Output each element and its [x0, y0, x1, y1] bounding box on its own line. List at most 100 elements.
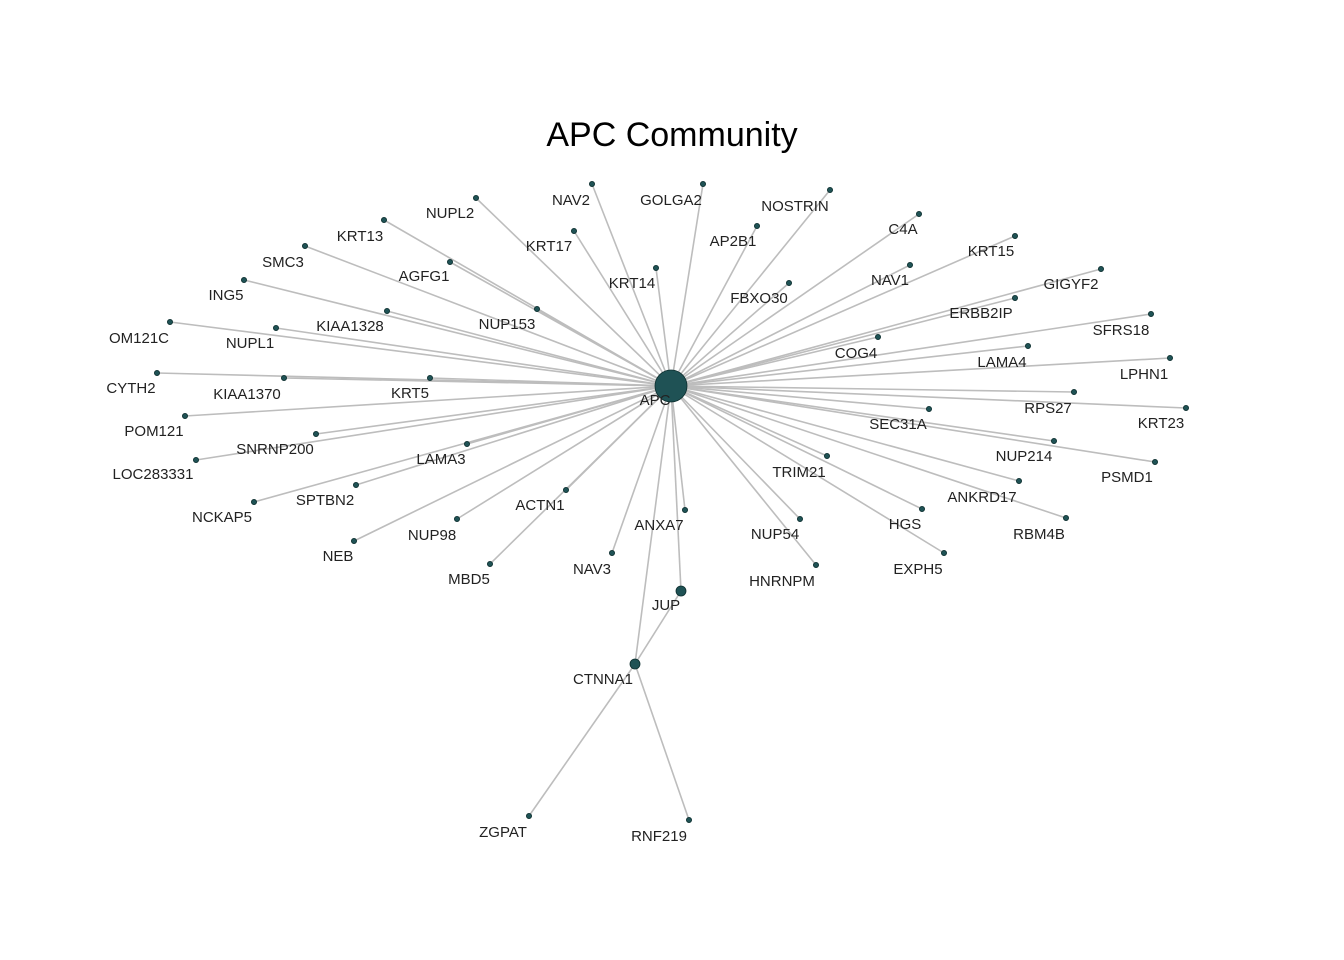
- node-krt23: [1183, 404, 1190, 411]
- node-ctnna1: [629, 658, 641, 670]
- edge-ctnna1-zgpat: [528, 663, 636, 817]
- edge-apc-nostrin: [670, 189, 831, 387]
- node-loc283331: [192, 456, 199, 463]
- node-exph5: [941, 550, 948, 557]
- node-gigyf2: [1098, 265, 1105, 272]
- node-label-nupl2: NUPL2: [426, 205, 474, 222]
- edge-apc-nup214: [670, 385, 1055, 442]
- edge-apc-ing5: [243, 279, 672, 387]
- node-label-lphn1: LPHN1: [1120, 366, 1168, 383]
- node-sfrs18: [1148, 310, 1155, 317]
- edge-jup-ctnna1: [634, 590, 682, 665]
- node-snrnp200: [312, 430, 319, 437]
- node-label-trim21: TRIM21: [772, 464, 825, 481]
- edge-apc-kiaa1370: [283, 377, 672, 387]
- node-nup98: [453, 516, 460, 523]
- edge-apc-golga2: [670, 183, 704, 387]
- edge-apc-lphn1: [670, 357, 1171, 387]
- node-hnrnpm: [813, 562, 820, 569]
- node-label-nostrin: NOSTRIN: [761, 198, 829, 215]
- node-label-hnrnpm: HNRNPM: [749, 573, 815, 590]
- node-label-mbd5: MBD5: [448, 571, 490, 588]
- node-label-lama4: LAMA4: [977, 354, 1026, 371]
- edge-apc-pom121: [184, 385, 672, 417]
- node-agfg1: [446, 258, 453, 265]
- edge-ctnna1-rnf219: [634, 663, 690, 821]
- node-cyth2: [153, 369, 160, 376]
- edge-apc-nckap5: [253, 385, 672, 503]
- node-nav3: [609, 550, 616, 557]
- node-nostrin: [827, 186, 834, 193]
- node-nav1: [907, 261, 914, 268]
- node-label-nav3: NAV3: [573, 561, 611, 578]
- node-anxa7: [682, 506, 689, 513]
- node-nav2: [589, 180, 596, 187]
- node-label-krt5: KRT5: [391, 385, 429, 402]
- node-label-rps27: RPS27: [1024, 400, 1072, 417]
- node-nupl1: [272, 324, 279, 331]
- node-label-krt17: KRT17: [526, 238, 572, 255]
- node-label-lama3: LAMA3: [416, 451, 465, 468]
- node-label-nav2: NAV2: [552, 192, 590, 209]
- edge-apc-hgs: [670, 385, 923, 510]
- edge-apc-mbd5: [489, 385, 672, 565]
- node-mbd5: [486, 561, 493, 568]
- node-label-sfrs18: SFRS18: [1093, 322, 1150, 339]
- node-label-sptbn2: SPTBN2: [296, 492, 354, 509]
- node-label-krt14: KRT14: [609, 275, 655, 292]
- edge-apc-jup: [670, 385, 682, 592]
- edge-apc-nupl1: [275, 327, 672, 387]
- edge-apc-nup153: [536, 308, 672, 387]
- node-erbb2ip: [1012, 294, 1019, 301]
- edge-apc-kiaa1328: [386, 310, 672, 387]
- node-label-fbxo30: FBXO30: [730, 290, 788, 307]
- node-ankrd17: [1016, 477, 1023, 484]
- edge-apc-ctnna1: [634, 385, 672, 665]
- node-rps27: [1071, 388, 1078, 395]
- edge-apc-om121c: [169, 321, 672, 387]
- node-label-smc3: SMC3: [262, 254, 304, 271]
- node-label-c4a: C4A: [888, 221, 917, 238]
- edge-apc-gigyf2: [670, 268, 1102, 387]
- node-smc3: [301, 242, 308, 249]
- node-label-cyth2: CYTH2: [106, 380, 155, 397]
- node-apc: [654, 369, 688, 403]
- node-actn1: [563, 486, 570, 493]
- node-label-golga2: GOLGA2: [640, 192, 702, 209]
- node-label-cog4: COG4: [835, 345, 878, 362]
- node-jup: [675, 585, 687, 597]
- edge-apc-ankrd17: [670, 385, 1020, 482]
- node-hgs: [919, 505, 926, 512]
- edge-apc-rbm4b: [670, 385, 1067, 519]
- node-trim21: [824, 452, 831, 459]
- node-label-hgs: HGS: [889, 516, 922, 533]
- node-layer: [153, 180, 1190, 824]
- node-label-nckap5: NCKAP5: [192, 509, 252, 526]
- node-krt15: [1012, 232, 1019, 239]
- node-psmd1: [1152, 458, 1159, 465]
- node-c4a: [916, 210, 923, 217]
- edge-apc-psmd1: [670, 385, 1156, 463]
- node-krt17: [571, 227, 578, 234]
- node-label-gigyf2: GIGYF2: [1043, 276, 1098, 293]
- node-label-snrnp200: SNRNP200: [236, 441, 314, 458]
- edge-apc-nup98: [456, 385, 672, 520]
- node-label-nav1: NAV1: [871, 272, 909, 289]
- edge-layer: [156, 183, 1187, 821]
- node-rnf219: [686, 817, 693, 824]
- node-krt14: [653, 264, 660, 271]
- node-fbxo30: [786, 279, 793, 286]
- edge-apc-krt5: [429, 377, 672, 387]
- node-kiaa1370: [280, 374, 287, 381]
- node-label-neb: NEB: [323, 548, 354, 565]
- node-label-loc283331: LOC283331: [113, 466, 194, 483]
- node-label-pom121: POM121: [124, 423, 183, 440]
- node-neb: [350, 538, 357, 545]
- node-label-om121c: OM121C: [109, 330, 169, 347]
- edge-apc-krt14: [655, 267, 672, 387]
- node-kiaa1328: [383, 307, 390, 314]
- node-lama4: [1025, 342, 1032, 349]
- node-label-rbm4b: RBM4B: [1013, 526, 1065, 543]
